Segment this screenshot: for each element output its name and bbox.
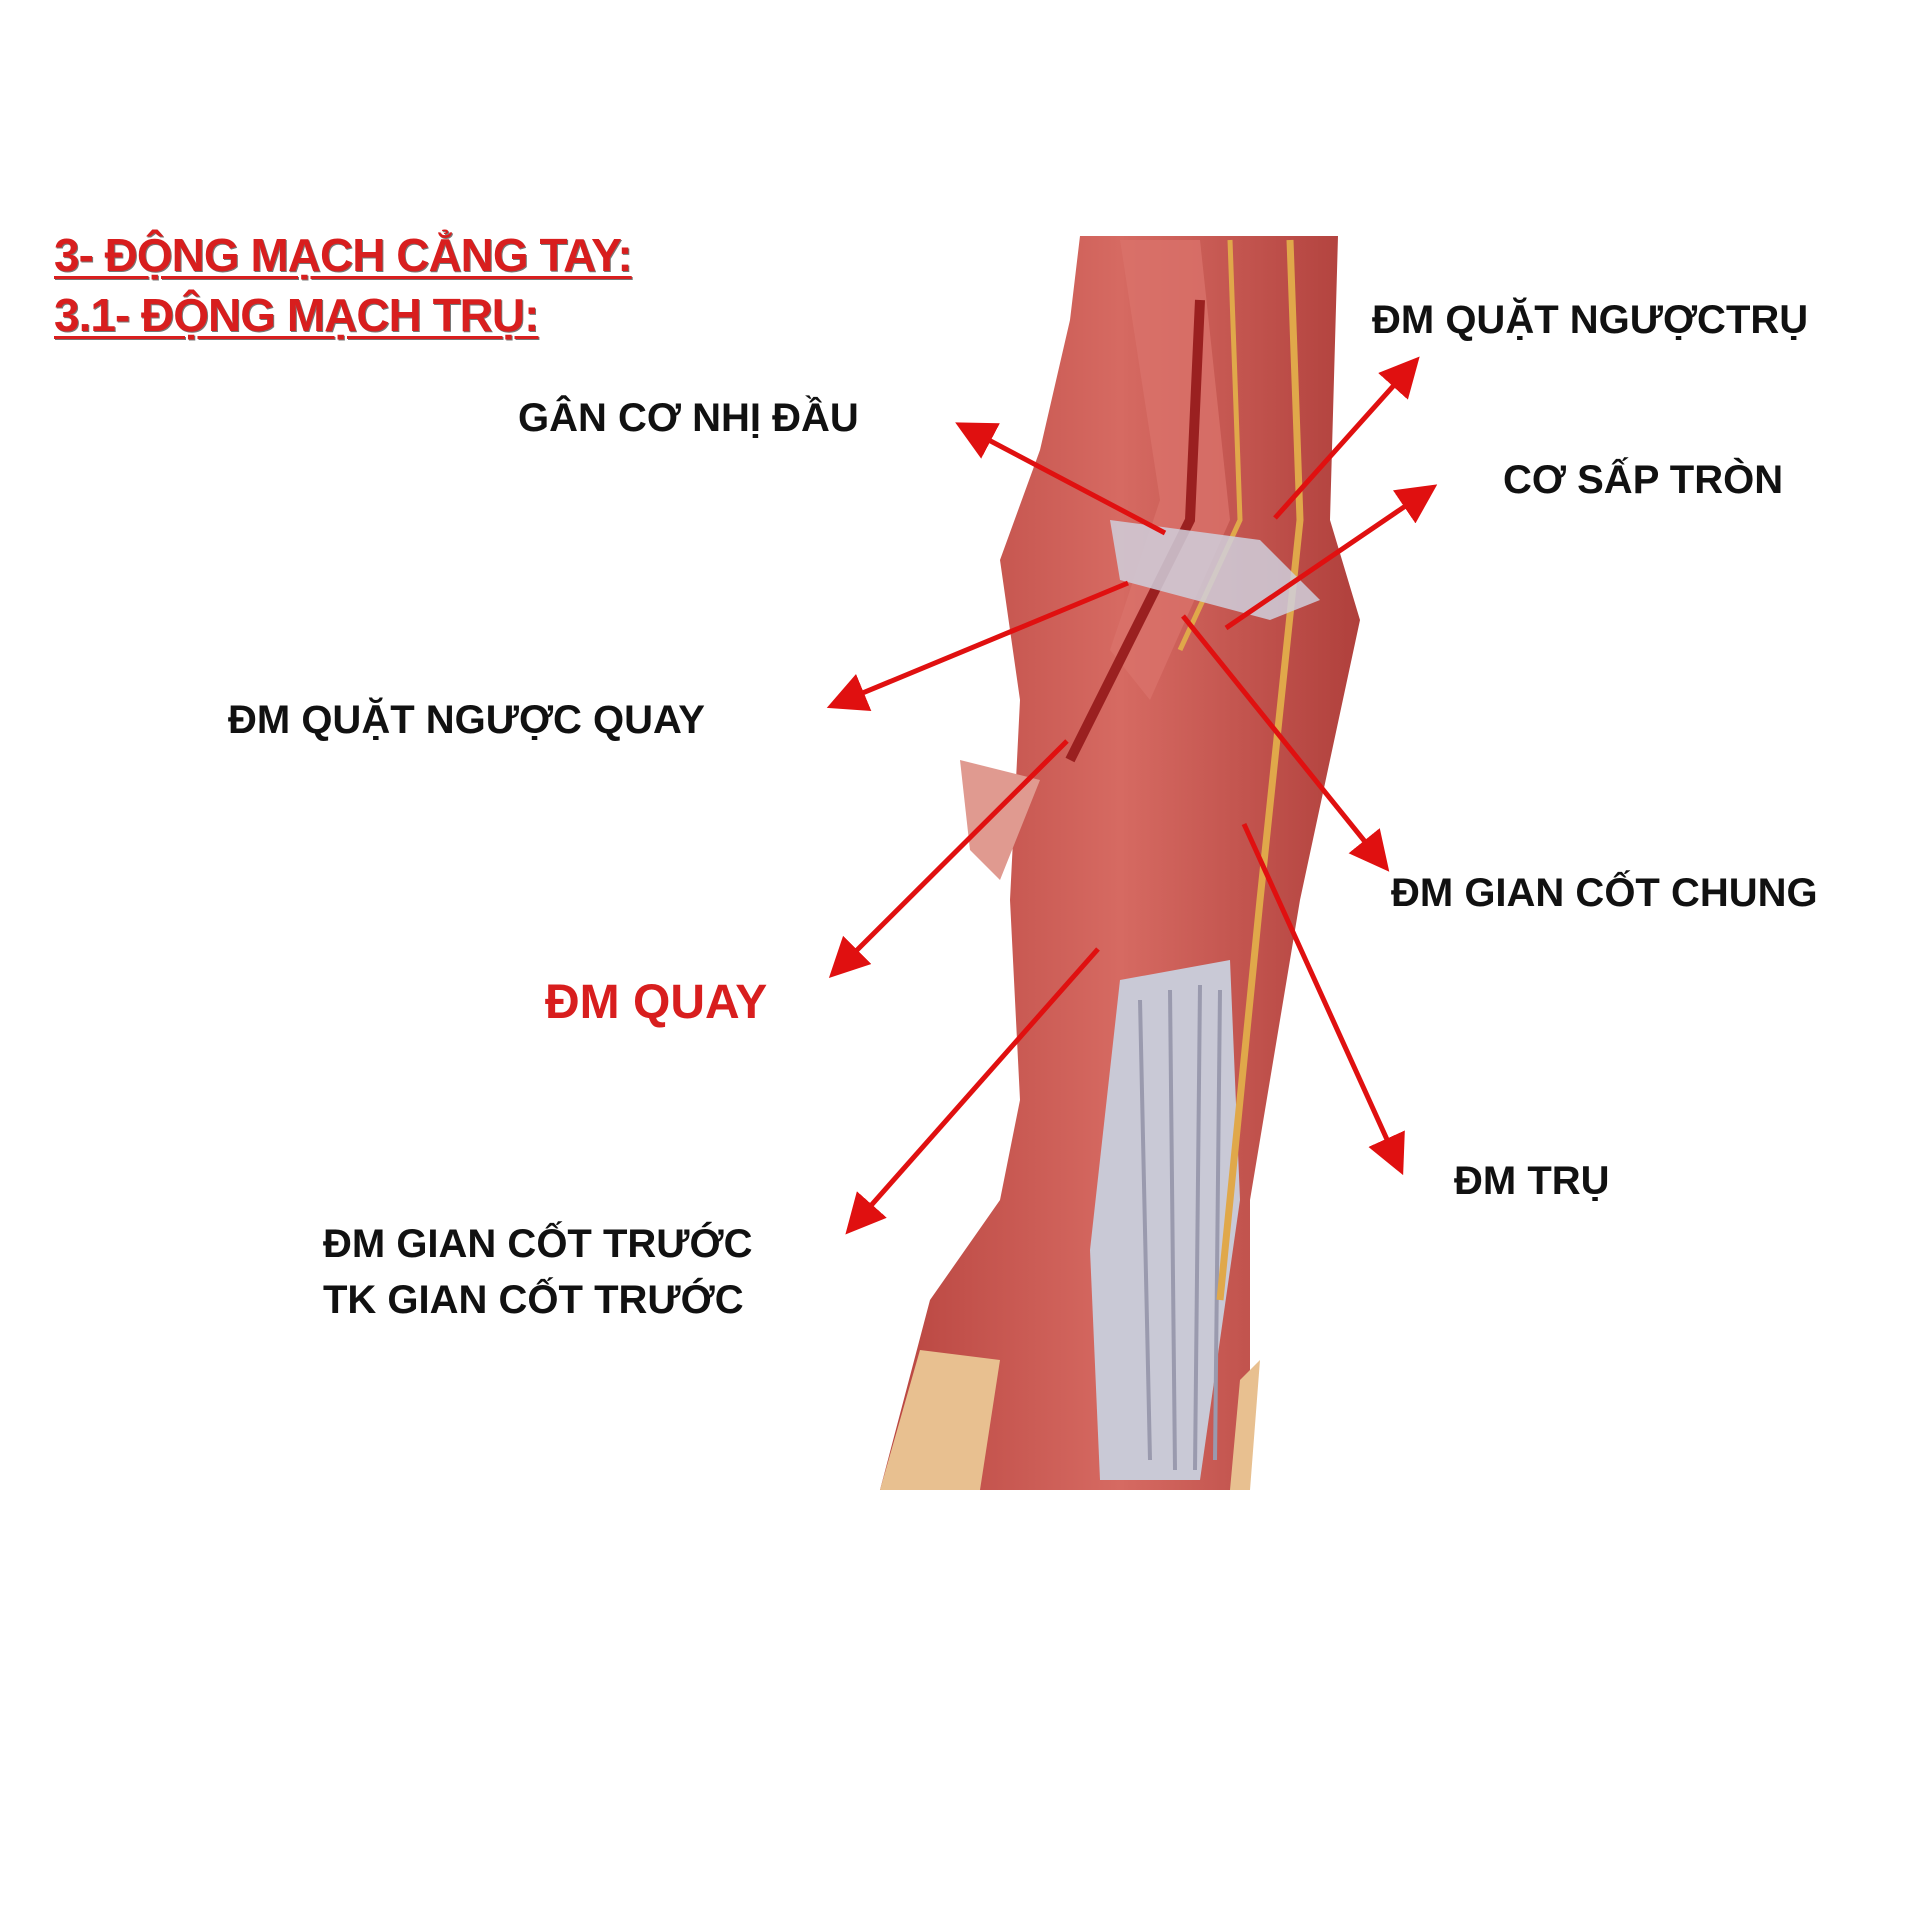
arrow-ulnar-recurrent xyxy=(1273,356,1420,520)
arrow-pronator-teres xyxy=(1224,484,1438,631)
arrow-anterior-interosseous xyxy=(845,947,1100,1235)
label-anterior-interosseous-artery: ĐM GIAN CỐT TRƯỚC xyxy=(323,1222,753,1266)
label-common-interosseous: ĐM GIAN CỐT CHUNG xyxy=(1391,871,1818,915)
arrow-radial-recurrent xyxy=(826,580,1129,711)
label-radial-artery: ĐM QUAY xyxy=(545,976,768,1029)
section-heading: 3- ĐỘNG MẠCH CẲNG TAY: xyxy=(54,229,633,281)
label-ulnar-artery: ĐM TRỤ xyxy=(1454,1159,1610,1203)
arrow-common-interosseous xyxy=(1181,614,1390,872)
subsection-heading: 3.1- ĐỘNG MẠCH TRỤ: xyxy=(54,289,539,341)
label-anterior-interosseous-nerve: TK GIAN CỐT TRƯỚC xyxy=(323,1278,744,1322)
forearm-drawing xyxy=(880,236,1360,1490)
arrow-radial-artery xyxy=(828,739,1069,979)
pointer-arrows xyxy=(826,356,1438,1235)
arrow-biceps-tendon xyxy=(955,422,1167,536)
label-pronator-teres: CƠ SẤP TRÒN xyxy=(1503,458,1784,502)
label-biceps-tendon: GÂN CƠ NHỊ ĐẦU xyxy=(518,396,859,440)
label-ulnar-recurrent: ĐM QUẶT NGƯỢCTRỤ xyxy=(1372,298,1809,342)
arrow-ulnar-artery xyxy=(1241,822,1405,1176)
label-radial-recurrent: ĐM QUẶT NGƯỢC QUAY xyxy=(228,698,705,742)
